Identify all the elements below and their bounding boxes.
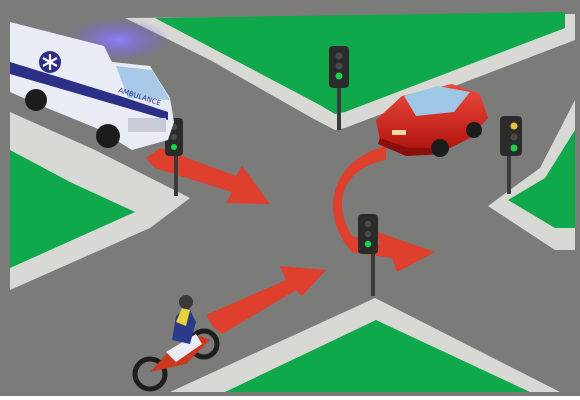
rider-helmet: [179, 295, 193, 309]
car-wheel-front: [431, 139, 449, 157]
car-wheel-rear: [466, 122, 482, 138]
ambulance-wheel-rear: [25, 89, 47, 111]
ambulance-wheel-front: [96, 124, 120, 148]
